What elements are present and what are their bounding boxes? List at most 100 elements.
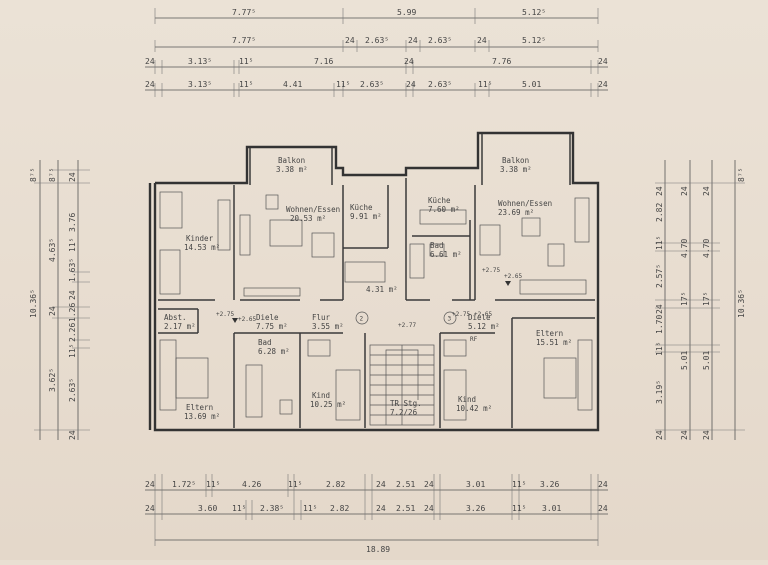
room-area-kueche-left: 9.91 m²: [350, 212, 382, 221]
bottom-dim-2-12: 3.01: [542, 504, 561, 513]
right-dim-mid-1: 24: [680, 186, 689, 196]
top-dim-4-4: 4.41: [283, 80, 302, 89]
top-dim-2-7: 5.12⁵: [522, 36, 546, 45]
bottom-dim-1-10: 3.01: [466, 480, 485, 489]
left-dimension-chains: 8⁷⁵ 10.36⁵ 8⁷⁵ 4.63⁵ 24 3.62⁵ 24 3.76 11…: [29, 160, 90, 440]
room-area-balkon-left: 3.38 m²: [276, 165, 308, 174]
top-dim-4-8: 2.63⁵: [428, 80, 452, 89]
top-dim-4-9: 11⁵: [478, 80, 492, 89]
left-dim-inner-10: 24: [68, 430, 77, 440]
left-dim-mid-1: 8⁷⁵: [48, 168, 57, 182]
room-area-flur: 3.55 m²: [312, 322, 344, 331]
bottom-dim-2-11: 11⁵: [512, 504, 526, 513]
level-2: +2.65: [238, 316, 256, 323]
left-dim-inner-9: 2.63⁵: [68, 378, 77, 402]
bottom-dim-1-13: 24: [598, 480, 608, 489]
top-dim-4-11: 24: [598, 80, 608, 89]
room-name-kueche-left: Küche: [350, 203, 373, 212]
bottom-dim-1-6: 2.82: [326, 480, 345, 489]
bottom-dim-2-5: 11⁵: [303, 504, 317, 513]
room-name-stairs: TR Stg.: [390, 399, 422, 408]
top-dim-4-5: 11⁵: [336, 80, 350, 89]
top-dim-3-5: 24: [404, 57, 414, 66]
room-name-wohnen-left: Wohnen/Essen: [286, 205, 340, 214]
right-dim-inner-4: 2.57⁵: [655, 264, 664, 288]
level-7: +2.65: [474, 311, 492, 318]
left-dim-inner-7: 2.26: [68, 323, 77, 342]
left-dim-mid-3: 24: [48, 306, 57, 316]
bottom-dim-2-8: 2.51: [396, 504, 415, 513]
left-dim-mid-2: 4.63⁵: [48, 238, 57, 262]
top-dim-4-10: 5.01: [522, 80, 541, 89]
right-dim-inner-3: 11⁵: [655, 236, 664, 250]
top-dim-3-2: 3.13⁵: [188, 57, 212, 66]
top-dim-2-3: 2.63⁵: [365, 36, 389, 45]
room-name-kind-right: Kind: [458, 395, 476, 404]
room-name-eltern-right: Eltern: [536, 329, 563, 338]
unit-number-3: 3: [448, 316, 452, 323]
interior-walls: [158, 178, 595, 428]
right-dim-inner-7: 11⁵: [655, 342, 664, 356]
right-dim-inner-6: 1.70: [655, 315, 664, 334]
left-dim-outer-2: 10.36⁵: [29, 289, 38, 318]
bottom-dim-1-1: 24: [145, 480, 155, 489]
right-dim-mid-3: 17⁵: [680, 292, 689, 306]
bottom-dimension-chains: 24 1.72⁵ 11⁵ 4.26 11⁵ 2.82 24 2.51 24 3.…: [145, 474, 608, 554]
room-name-wohnen-right: Wohnen/Essen: [498, 199, 552, 208]
top-dim-4-1: 24: [145, 80, 155, 89]
room-area-abst: 2.17 m²: [164, 322, 196, 331]
bottom-dim-2-4: 2.38⁵: [260, 504, 284, 513]
bottom-dim-2-3: 11⁵: [232, 504, 246, 513]
top-dim-1-3: 5.12⁵: [522, 8, 546, 17]
left-dim-inner-1: 24: [68, 172, 77, 182]
room-area-diele-right: 5.12 m²: [468, 322, 500, 331]
room-name-flur: Flur: [312, 313, 331, 322]
room-name-bad-top: Bad: [430, 241, 444, 250]
level-triangle-left: [232, 318, 238, 323]
level-5: +2.65: [504, 273, 522, 280]
bottom-dim-2-2: 3.60: [198, 504, 217, 513]
bottom-dim-2-1: 24: [145, 504, 155, 513]
staircase: [369, 344, 435, 426]
top-dim-3-1: 24: [145, 57, 155, 66]
left-dim-inner-4: 1.63⁵: [68, 258, 77, 282]
top-dim-2-5: 2.63⁵: [428, 36, 452, 45]
furniture: [159, 191, 593, 421]
room-area-eltern-left: 13.69 m²: [184, 412, 220, 421]
room-area-wc: 4.31 m²: [366, 285, 398, 294]
room-area-diele-left: 7.75 m²: [256, 322, 288, 331]
top-dim-3-3: 11⁵: [239, 57, 253, 66]
bottom-dim-2-10: 3.26: [466, 504, 485, 513]
building-outline: [148, 131, 600, 432]
right-dim-inner-1: 24: [655, 186, 664, 196]
top-dim-2-1: 7.77⁵: [232, 36, 256, 45]
bottom-dim-1-3: 11⁵: [206, 480, 220, 489]
room-name-kueche-right: Küche: [428, 196, 451, 205]
top-dimension-chains: 7.77⁵ 5.99 5.12⁵ 7.77⁵ 24 2.63⁵ 24 2.63⁵…: [145, 8, 608, 97]
right-dim-outer-1: 24: [702, 186, 711, 196]
level-3: +2.77: [398, 322, 416, 329]
room-name-abst: Abst.: [164, 313, 187, 322]
top-dim-2-6: 24: [477, 36, 487, 45]
room-area-bad-top: 6.61 m²: [430, 250, 462, 259]
unit-circle-2: [355, 311, 369, 325]
room-area-eltern-right: 15.51 m²: [536, 338, 572, 347]
top-dim-3-6: 7.76: [492, 57, 511, 66]
bottom-dim-2-6: 2.82: [330, 504, 349, 513]
level-4: +2.75: [482, 267, 500, 274]
rf-label: RF: [470, 336, 478, 343]
room-name-kind-left: Kind: [312, 391, 330, 400]
top-dim-4-2: 3.13⁵: [188, 80, 212, 89]
room-name-bad-left: Bad: [258, 338, 272, 347]
room-area-wohnen-right: 23.69 m²: [498, 208, 534, 217]
bottom-dim-1-4: 4.26: [242, 480, 261, 489]
room-area-kind-left: 10.25 m²: [310, 400, 346, 409]
right-dim-outer-5: 24: [702, 430, 711, 440]
level-1: +2.75: [216, 311, 234, 318]
level-markers: +2.75 +2.65 +2.77 +2.75 +2.65 +2.75 +2.6…: [216, 267, 522, 343]
right-dim-mid-5: 24: [680, 430, 689, 440]
top-dim-2-2: 24: [345, 36, 355, 45]
right-dim-inner-2: 2.82: [655, 203, 664, 222]
